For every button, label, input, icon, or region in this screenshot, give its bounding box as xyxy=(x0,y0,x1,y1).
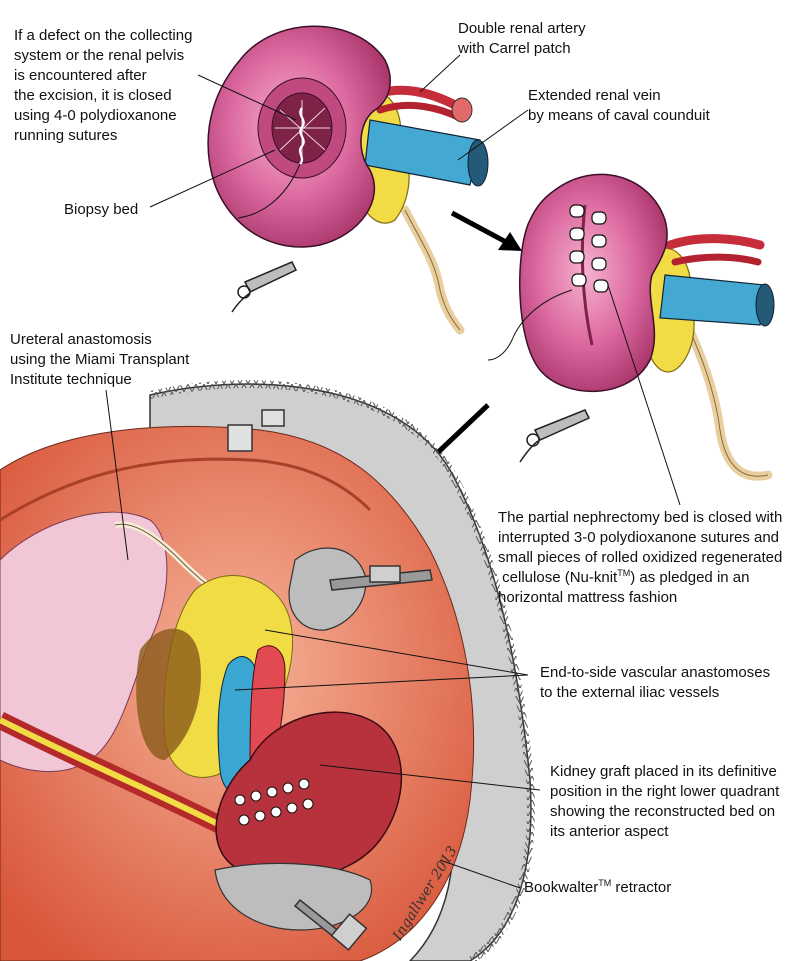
retractor-suffix: retractor xyxy=(611,879,672,896)
retractor-trademark: TM xyxy=(598,878,612,888)
bed-closure-line-1: The partial nephrectomy bed is closed wi… xyxy=(498,509,783,526)
kidney-graft xyxy=(215,711,403,881)
nu-knit-trademark: TM xyxy=(617,568,631,578)
extended-renal-vein-label: Extended renal vein by means of caval co… xyxy=(528,87,710,124)
retractor-blade-upper xyxy=(288,547,367,631)
bed-closure-line-4: cellulose (Nu-knitTM) as pledged in an xyxy=(498,568,808,588)
bookwalter-retractor-label: BookwalterTM retractor xyxy=(524,878,784,898)
biopsy-bed-label: Biopsy bed xyxy=(64,201,139,218)
bed-closure-label: The partial nephrectomy bed is closed wi… xyxy=(498,508,808,608)
double-renal-artery-label: Double renal artery with Carrel patch xyxy=(458,20,586,57)
bladder xyxy=(0,511,168,773)
retractor-name: Bookwalter xyxy=(524,879,599,896)
bed-closure-line-2: interrupted 3-0 polydioxanone sutures an… xyxy=(498,529,780,546)
top-ureter xyxy=(400,205,465,335)
middle-kidney xyxy=(519,173,668,393)
surgical-field-illustration xyxy=(0,380,535,961)
middle-needle-holder xyxy=(519,409,591,463)
middle-kidney-illustration xyxy=(487,173,775,481)
top-kidney-illustration xyxy=(207,25,489,335)
top-renal-vein xyxy=(364,119,481,186)
bed-closure-line-4a: cellulose (Nu-knit xyxy=(502,569,618,586)
top-needle-holder xyxy=(231,261,298,313)
arrow-right-down-icon xyxy=(450,210,522,251)
running-suture xyxy=(298,107,305,165)
retractor-blade-lower xyxy=(214,862,373,931)
ureteral-anastomosis-label: Ureteral anastomosis using the Miami Tra… xyxy=(10,331,190,388)
bed-closure-line-5: horizontal mattress fashion xyxy=(498,589,678,606)
defect-closure-label: If a defect on the collecting system or … xyxy=(14,27,193,144)
middle-renal-vein xyxy=(659,274,766,326)
bed-closure-line-4b: ) as pledged in an xyxy=(630,569,750,586)
bed-closure-line-3: small pieces of rolled oxidized regenera… xyxy=(498,549,783,566)
leader-lines xyxy=(105,54,681,889)
middle-renal-artery xyxy=(665,234,765,250)
vascular-anastomoses-label: End-to-side vascular anastomoses to the … xyxy=(540,664,771,701)
graft-sutures xyxy=(234,778,314,826)
mattress-sutures xyxy=(569,204,609,293)
kidney-graft-label: Kidney graft placed in its definitive po… xyxy=(550,763,780,840)
